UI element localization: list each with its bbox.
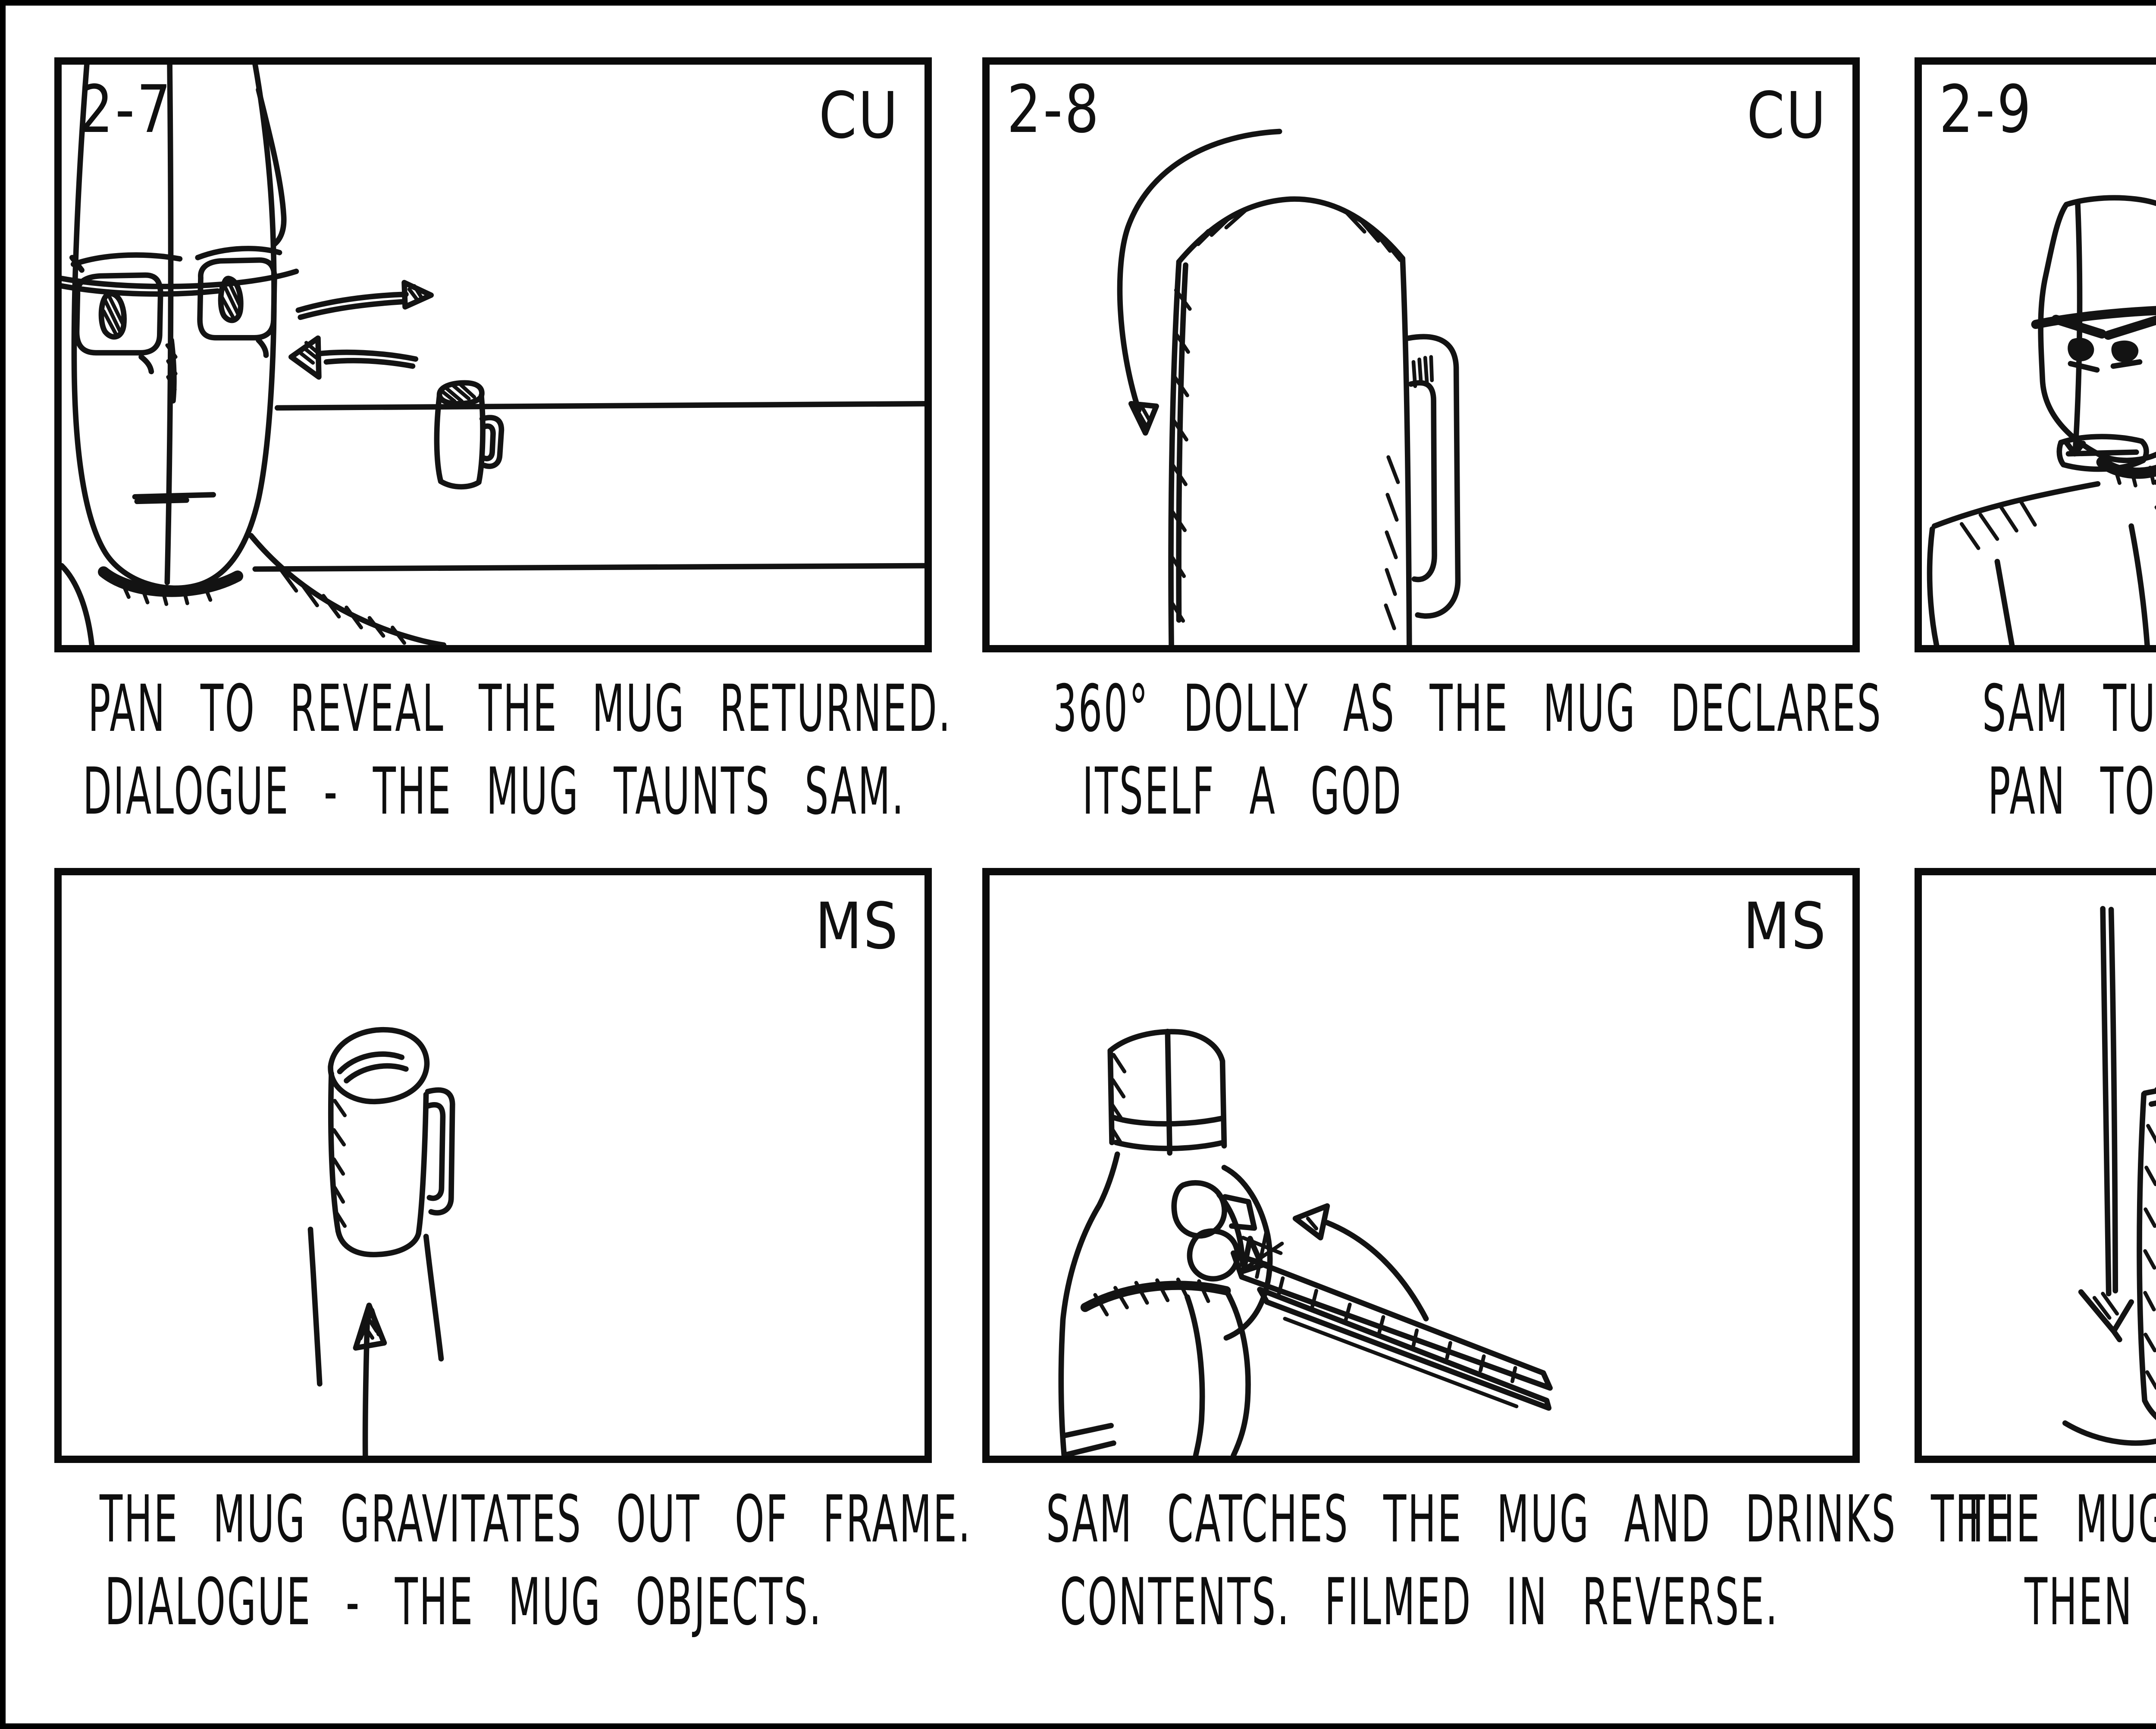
caption-mug-placed: THE MUG IS PLACED ON THE COUNTER, THEN C… bbox=[1915, 1478, 2156, 1644]
floating-mug-sketch bbox=[307, 1027, 455, 1456]
caption-line: SAM CATCHES THE MUG AND DRINKS THE bbox=[1046, 1482, 2010, 1557]
motion-lines-sketch bbox=[307, 1226, 444, 1387]
dolly-arc-arrow-sketch bbox=[1117, 128, 1282, 436]
caption-line: PAN TO REVEAL THE MUG RETURNED. bbox=[88, 671, 952, 746]
sam-catch-sketch bbox=[1058, 1028, 1553, 1456]
scene-number: 2-7 bbox=[79, 71, 173, 147]
caption-line: ITSELF A GOD bbox=[1082, 754, 1403, 829]
caption-2-7: PAN TO REVEAL THE MUG RETURNED. DIALOGUE… bbox=[54, 667, 960, 833]
caption-2-8: 360° DOLLY AS THE MUG DECLARES ITSELF A … bbox=[982, 667, 1888, 833]
caption-line: SAM TURNS BACK AND SUMMONS THE MUG. bbox=[1982, 671, 2156, 746]
panel-mug-rises: MS bbox=[54, 868, 932, 1463]
scene-number: 2-9 bbox=[1939, 71, 2034, 147]
sam-head-sketch bbox=[62, 65, 447, 645]
pan-right-arrow-sketch bbox=[295, 280, 434, 320]
giant-mug-sketch bbox=[1117, 128, 1461, 645]
counter-arcs-sketch bbox=[2062, 1420, 2156, 1446]
sam-angry-head-sketch bbox=[2031, 195, 2156, 488]
mug-on-counter-sketch bbox=[2137, 1087, 2156, 1420]
caption-line: DIALOGUE - THE MUG OBJECTS. bbox=[105, 1565, 823, 1640]
panel-2-8: 2-8 CU bbox=[982, 57, 1860, 652]
caption-line: THE MUG GRAVITATES OUT OF FRAME. bbox=[100, 1482, 972, 1557]
panel-2-7: 2-7 CU bbox=[54, 57, 932, 652]
caption-line: THEN CUT TO BLACK. bbox=[2024, 1565, 2156, 1640]
sam-summon-sketch bbox=[1927, 195, 2156, 645]
mug-handle-sketch bbox=[1406, 334, 1461, 619]
panel-2-9: 2-9 MS bbox=[1915, 57, 2156, 652]
caption-mug-rises: THE MUG GRAVITATES OUT OF FRAME. DIALOGU… bbox=[54, 1478, 972, 1644]
up-arrow-sketch bbox=[353, 1303, 387, 1456]
sam-body-sketch bbox=[1927, 479, 2156, 645]
shot-type-label: MS bbox=[1743, 889, 1827, 963]
counter-lines-sketch bbox=[252, 401, 924, 572]
caption-line: CONTENTS. FILMED IN REVERSE. bbox=[1060, 1565, 1779, 1640]
small-mug-sketch bbox=[434, 380, 505, 490]
shot-type-label: CU bbox=[819, 78, 899, 153]
caption-line: PAN TO ACTION. bbox=[1988, 754, 2156, 829]
scene-number: 2-8 bbox=[1007, 71, 1101, 147]
mug-at-face-sketch bbox=[1171, 1180, 1284, 1282]
caption-2-9: SAM TURNS BACK AND SUMMONS THE MUG. PAN … bbox=[1915, 667, 2156, 833]
sam-back-head-sketch bbox=[1107, 1028, 1227, 1156]
pan-left-arrow-sketch bbox=[288, 335, 419, 380]
sam-face-mug-sketch bbox=[62, 65, 924, 645]
shot-type-label: MS bbox=[815, 889, 899, 963]
catch-arc-arrow-sketch bbox=[1292, 1203, 1429, 1322]
down-arrow-sketch bbox=[2078, 906, 2134, 1343]
mug-body-sketch bbox=[1168, 196, 1412, 645]
caption-line: THE MUG IS PLACED ON THE COUNTER, bbox=[1962, 1482, 2156, 1557]
caption-sam-catches: SAM CATCHES THE MUG AND DRINKS THE CONTE… bbox=[982, 1478, 2010, 1644]
mug-placed-sketch bbox=[2062, 906, 2156, 1446]
motion-streaks-sketch bbox=[1231, 1250, 1553, 1411]
panel-sam-catches: MS bbox=[982, 868, 1860, 1463]
shot-type-label: CU bbox=[1747, 78, 1827, 153]
mug-sketch bbox=[328, 1027, 455, 1258]
panel-mug-placed: CU bbox=[1915, 868, 2156, 1463]
caption-line: DIALOGUE - THE MUG TAUNTS SAM. bbox=[83, 754, 906, 829]
caption-line: 360° DOLLY AS THE MUG DECLARES bbox=[1053, 671, 1883, 746]
